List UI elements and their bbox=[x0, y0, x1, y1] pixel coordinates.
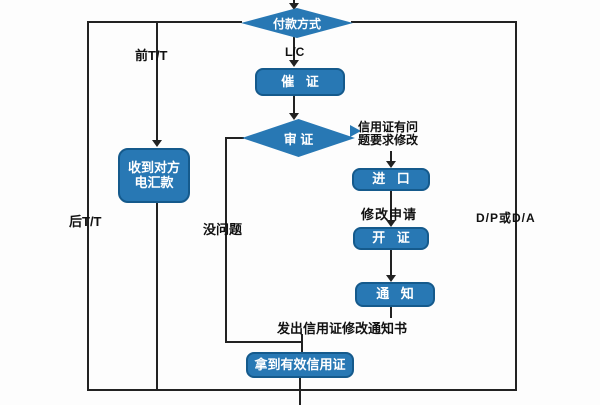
connector-final-exit bbox=[299, 377, 301, 405]
connector-import-to-open bbox=[390, 190, 392, 220]
connector-no-problem-join bbox=[225, 341, 303, 343]
connector-entry-top bbox=[293, 0, 295, 5]
node-notify: 通 知 bbox=[355, 282, 435, 307]
connector-notice-to-final bbox=[301, 334, 303, 352]
node-get-valid-lc: 拿到有效信用证 bbox=[246, 352, 354, 378]
connector-review-left-stub bbox=[226, 137, 244, 139]
node-urge-lc: 催 证 bbox=[255, 68, 345, 96]
label-lc: L/C bbox=[285, 45, 305, 59]
arrowhead-into-review-lc bbox=[289, 113, 299, 120]
node-receive-remittance-line1: 收到对方 bbox=[127, 159, 180, 175]
connector-dp-da-line bbox=[515, 21, 517, 391]
connector-top-left bbox=[88, 21, 242, 23]
connector-open-to-notify bbox=[390, 250, 392, 275]
node-review-lc-label: 审 证 bbox=[283, 131, 314, 147]
node-payment-method-label: 付款方式 bbox=[272, 16, 321, 31]
connector-notify-down bbox=[390, 307, 392, 318]
connector-top-right bbox=[351, 21, 517, 23]
label-front-tt: 前T/T bbox=[135, 48, 168, 63]
node-receive-remittance: 收到对方 电汇款 bbox=[118, 148, 190, 203]
label-lc-has-problem: 信用证有问题要求修改 bbox=[358, 120, 419, 147]
connector-back-tt-line bbox=[87, 21, 89, 391]
label-back-tt: 后T/T bbox=[69, 214, 102, 229]
connector-payment-to-urge bbox=[293, 37, 295, 60]
node-open-lc-label: 开 证 bbox=[372, 230, 410, 246]
connector-front-tt-lower bbox=[156, 203, 158, 391]
node-urge-lc-label: 催 证 bbox=[281, 73, 319, 89]
connector-problem-to-import bbox=[390, 151, 392, 161]
arrowhead-into-payment-method bbox=[289, 3, 299, 10]
connector-urge-to-review bbox=[293, 95, 295, 113]
arrowhead-into-receive-remittance bbox=[152, 140, 162, 147]
node-review-lc: 审 证 bbox=[242, 119, 355, 157]
node-get-valid-lc-label: 拿到有效信用证 bbox=[254, 356, 346, 372]
connector-bottom bbox=[88, 389, 517, 391]
node-open-lc: 开 证 bbox=[353, 227, 429, 250]
label-issue-amend-notice: 发出信用证修改通知书 bbox=[277, 321, 408, 336]
connector-no-problem-vertical bbox=[225, 137, 227, 343]
node-import: 进 口 bbox=[352, 168, 430, 191]
arrowhead-review-to-problem bbox=[350, 125, 361, 137]
label-dp-or-da: D/P或D/A bbox=[476, 211, 536, 225]
node-payment-method: 付款方式 bbox=[241, 8, 353, 38]
label-no-problem: 没问题 bbox=[203, 222, 243, 237]
node-receive-remittance-line2: 电汇款 bbox=[134, 174, 174, 190]
arrowhead-into-open-lc bbox=[386, 220, 396, 227]
arrowhead-into-urge-lc bbox=[289, 60, 299, 67]
label-amend-request: 修改申请 bbox=[361, 207, 418, 222]
node-notify-label: 通 知 bbox=[376, 286, 414, 302]
arrowhead-into-notify bbox=[386, 275, 396, 282]
connector-front-tt-upper bbox=[156, 21, 158, 140]
node-import-label: 进 口 bbox=[372, 171, 410, 187]
arrowhead-into-import bbox=[386, 161, 396, 168]
